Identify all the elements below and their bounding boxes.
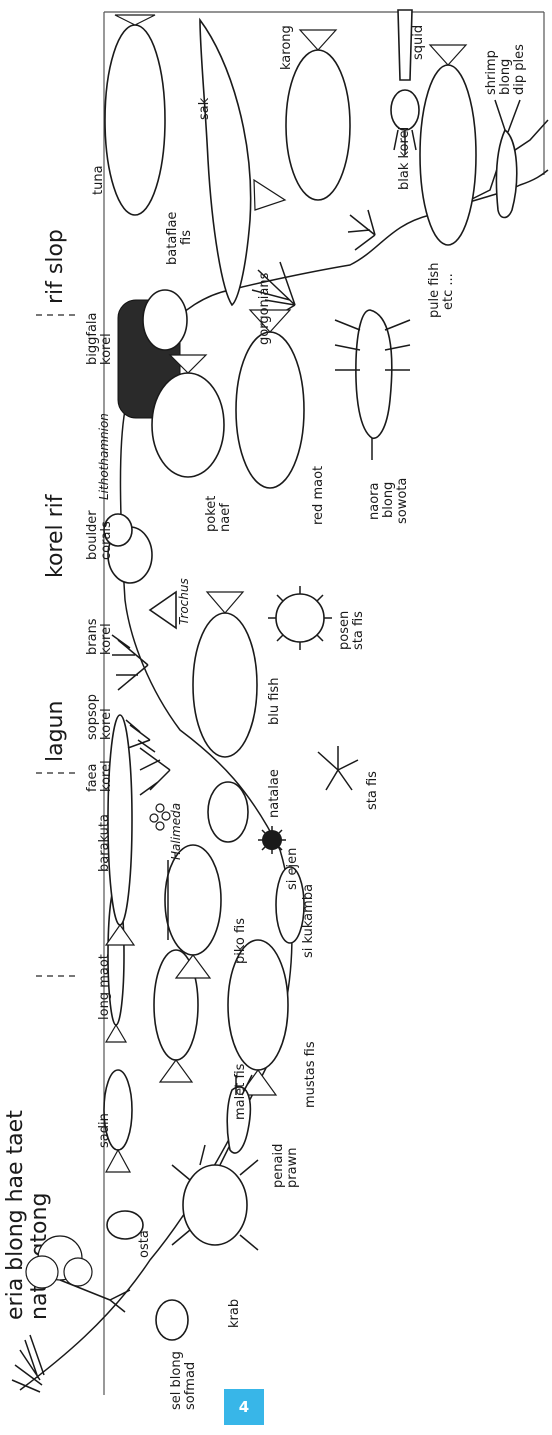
si-ejen-urchin [258, 826, 286, 854]
zone-title-shore: eria blong hae taet natongtong [3, 1110, 52, 1320]
label-blu-fish: blu fish [267, 678, 282, 725]
sta-fis-starfish [318, 746, 358, 790]
natalae-shell [208, 782, 248, 842]
svg-text:korel: korel [99, 760, 114, 792]
svg-text:korel: korel [99, 623, 114, 655]
posen-sta-fis-crown-of-thorns [268, 586, 332, 650]
svg-text:sopsop: sopsop [85, 694, 100, 740]
svg-text:blong: blong [498, 59, 513, 95]
svg-text:biggfala: biggfala [85, 313, 100, 366]
svg-text:posen: posen [337, 611, 352, 650]
deep-shrimp [495, 100, 520, 218]
svg-text:dip ples: dip ples [512, 44, 527, 95]
krab-crab [172, 1145, 258, 1250]
naora-lobster [335, 310, 410, 460]
svg-text:sel blong: sel blong [169, 1351, 184, 1410]
trochus-shell [150, 592, 176, 628]
label-posen-sta-fis: posen sta fis [337, 611, 366, 650]
label-red-maot: red maot [311, 466, 326, 525]
svg-text:naora: naora [367, 483, 382, 520]
svg-text:sofmad: sofmad [183, 1362, 198, 1410]
svg-text:bataflae: bataflae [165, 212, 180, 265]
label-mustas-fis: mustas fis [303, 1041, 318, 1108]
label-squid: squid [411, 25, 426, 60]
svg-text:sowota: sowota [395, 478, 410, 524]
label-gorgonians: gorgonians [257, 272, 272, 345]
svg-text:brans: brans [85, 618, 100, 655]
label-trochus: Trochus [177, 578, 191, 625]
svg-text:etc ...: etc ... [441, 273, 456, 310]
label-piko-fis: piko fis [233, 918, 248, 964]
label-biggfala-korel: biggfala korel [85, 313, 114, 366]
label-karong: karong [279, 25, 294, 70]
label-si-ejen: si ejen [285, 848, 300, 890]
svg-text:pule fish: pule fish [427, 263, 442, 318]
label-barakuta: barakuta [97, 814, 112, 872]
zone-title-coral-reef: korel rif [43, 493, 68, 578]
blak-korel-coral [348, 210, 375, 250]
svg-text:korel: korel [99, 333, 114, 365]
svg-text:faea: faea [85, 763, 100, 792]
label-krab: krab [227, 1299, 242, 1328]
karong-fish [286, 30, 350, 200]
label-tuna: tuna [91, 165, 106, 195]
svg-text:boulder: boulder [85, 510, 100, 560]
bataflae-fish [143, 290, 187, 350]
label-sak: sak [197, 97, 212, 120]
svg-text:sta fis: sta fis [351, 611, 366, 650]
zone-title-lagoon: lagun [43, 701, 68, 762]
label-sel-blong-sofmad: sel blong sofmad [169, 1351, 198, 1410]
svg-text:naef: naef [218, 503, 233, 532]
svg-text:poket: poket [204, 496, 219, 532]
svg-text:penaid: penaid [271, 1144, 286, 1188]
halimeda-alga [150, 804, 170, 830]
svg-text:fis: fis [179, 230, 194, 245]
svg-text:prawn: prawn [285, 1148, 300, 1188]
label-sadin: sadin [97, 1113, 112, 1148]
label-blak-korel: blak korel [397, 127, 412, 190]
sel-shell [156, 1300, 188, 1340]
blu-fish [193, 592, 257, 757]
sopsop-korel-coral [126, 720, 150, 748]
label-halimeda: Halimeda [169, 803, 183, 860]
label-pule-fish: pule fish etc ... [427, 263, 456, 318]
svg-text:korel: korel [99, 708, 114, 740]
svg-text:blong: blong [381, 482, 396, 518]
label-lithothamnion: Lithothamnion [97, 413, 111, 500]
tuna-fish [105, 15, 165, 215]
label-bataflae-fis: bataflae fis [165, 212, 194, 265]
zone-title-reef-slope: rif slop [43, 229, 68, 304]
label-si-kukamba: si kukamba [301, 884, 316, 958]
faea-korel-coral [138, 740, 170, 795]
label-poket-naef: poket naef [204, 496, 233, 532]
label-penaid-prawn: penaid prawn [271, 1144, 300, 1188]
label-osta: osta [137, 1230, 152, 1258]
label-naora: naora blong sowota [367, 478, 410, 524]
label-malet-fis: malet fis [233, 1063, 248, 1120]
svg-text:shrimp: shrimp [484, 50, 499, 95]
label-sopsop-korel: sopsop korel [85, 694, 114, 740]
sak-shark [200, 20, 285, 305]
pule-fish [420, 45, 476, 245]
label-long-maot: long maot [97, 954, 112, 1020]
label-sta-fis: sta fis [365, 771, 380, 810]
label-shrimp-deep: shrimp blong dip ples [484, 44, 527, 95]
label-faea-korel: faea korel [85, 760, 114, 792]
label-brans-korel: brans korel [85, 618, 114, 655]
page-number-badge: 4 [224, 1389, 264, 1425]
svg-text:eria blong hae taet: eria blong hae taet [3, 1110, 28, 1320]
label-natalae: natalae [267, 769, 282, 818]
svg-text:corals: corals [99, 521, 114, 560]
